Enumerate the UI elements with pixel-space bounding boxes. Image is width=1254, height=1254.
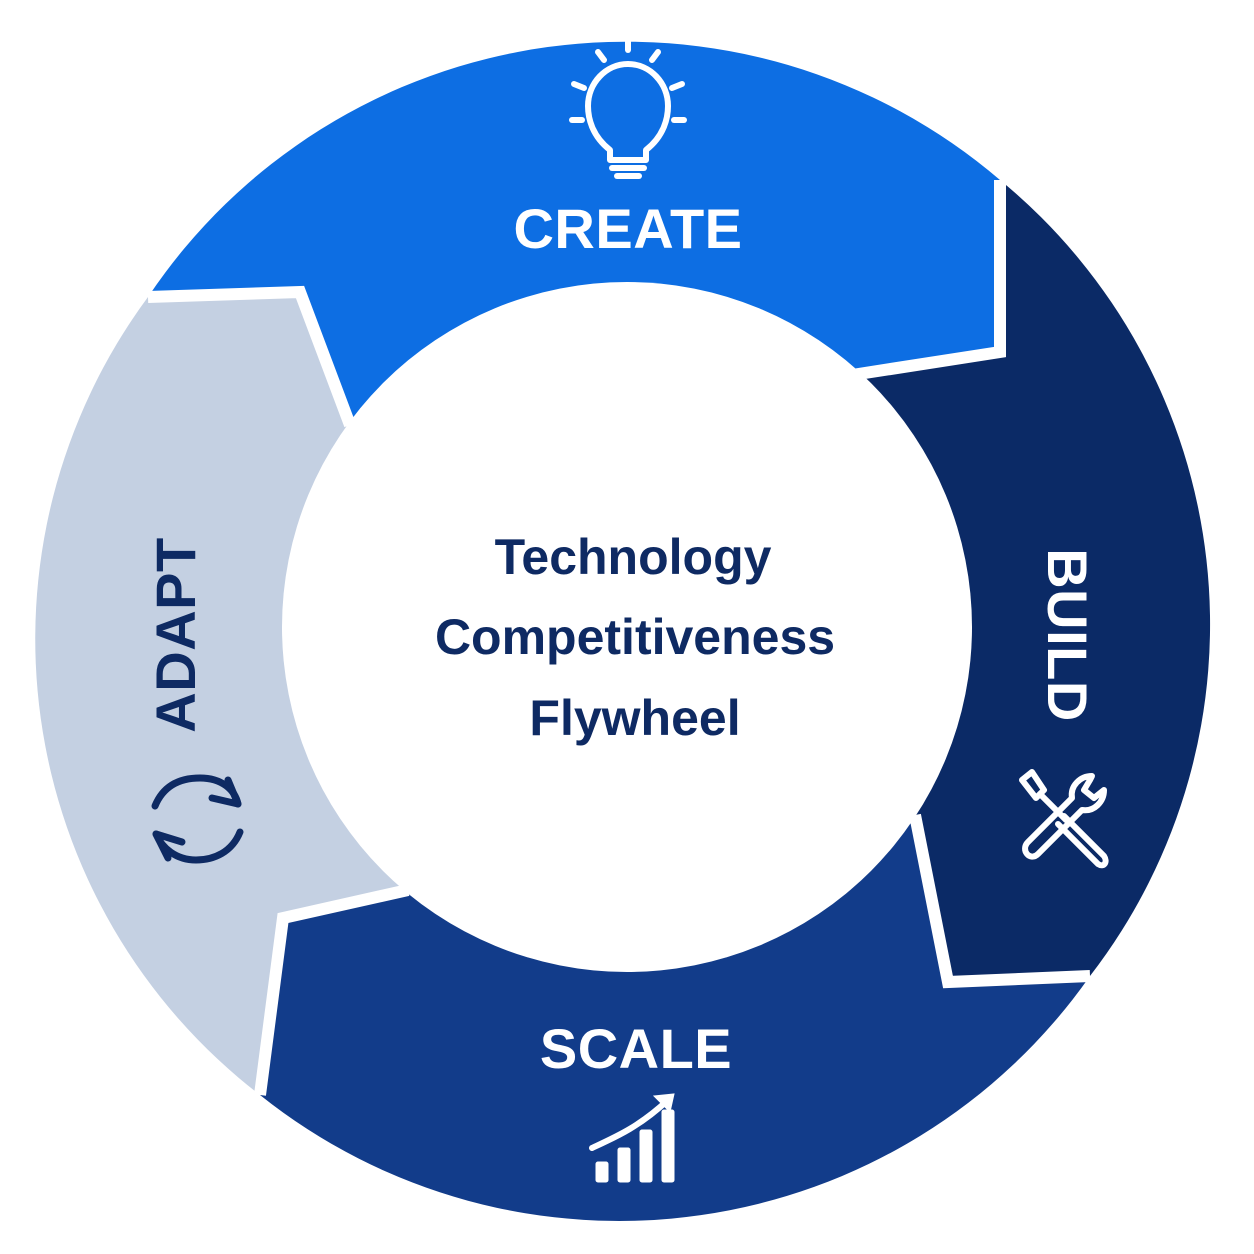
- center-title: Technology Competitiveness Flywheel: [435, 529, 835, 746]
- center-title-line-2: Competitiveness: [435, 609, 835, 665]
- lightbulb-icon: [569, 37, 687, 179]
- scale-label: SCALE: [540, 1017, 732, 1080]
- build-label: BUILD: [1036, 548, 1099, 722]
- segment-dividers: [147, 180, 1091, 1096]
- segment-scale: [260, 815, 1090, 1221]
- segment-adapt: [35, 292, 409, 1095]
- growth-chart-icon: [589, 1093, 675, 1183]
- segment-build: [852, 180, 1211, 982]
- refresh-cycle-icon: [151, 774, 244, 864]
- center-title-line-1: Technology: [495, 529, 772, 585]
- create-label: CREATE: [513, 197, 742, 260]
- center-title-line-3: Flywheel: [529, 690, 740, 746]
- center-hub: [282, 282, 972, 972]
- tools-icon: [1019, 769, 1109, 869]
- adapt-label: ADAPT: [144, 537, 207, 732]
